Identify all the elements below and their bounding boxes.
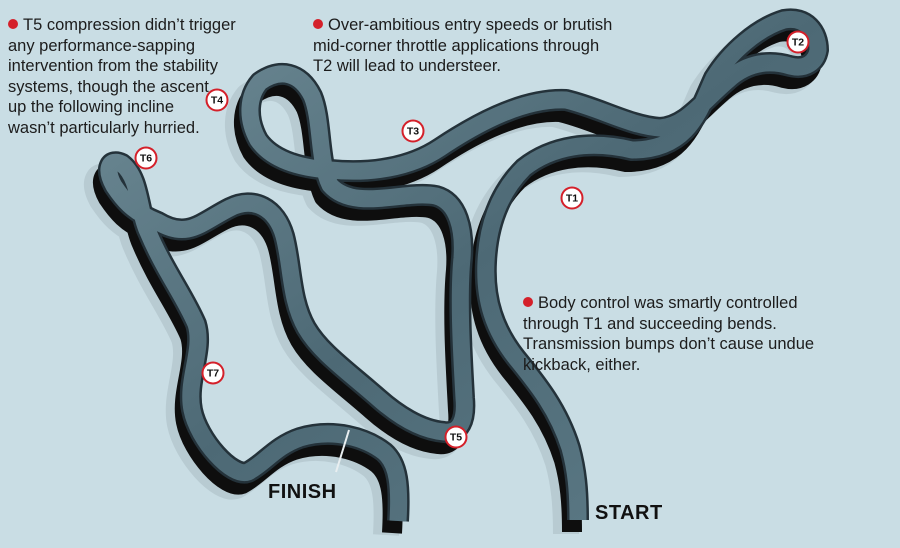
finish-label: FINISH <box>268 481 337 503</box>
turn-marker-t4: T4 <box>205 88 229 112</box>
turn-marker-t2: T2 <box>786 30 810 54</box>
turn-marker-t6: T6 <box>134 146 158 170</box>
note-t1-line-2: through T1 and succeeding bends. <box>523 314 777 333</box>
note-t5-line-2: any performance-sapping <box>8 36 196 55</box>
turn-marker-t5: T5 <box>444 425 468 449</box>
note-t5-line-1: T5 compression didn’t trigger <box>23 16 236 34</box>
bullet-dot <box>523 297 533 307</box>
note-t1-line-3: Transmission bumps don’t cause undue <box>523 335 815 353</box>
bullet-dot <box>313 19 323 29</box>
note-t5-line-3: intervention from the stability <box>8 57 219 75</box>
bullet-dot <box>8 19 18 29</box>
note-t2-line-2: mid-corner throttle applications through <box>313 36 600 55</box>
turn-marker-t1: T1 <box>560 186 584 210</box>
note-t5-line-6: wasn’t particularly hurried. <box>8 118 200 137</box>
note-t5-line-5: up the following incline <box>8 98 175 116</box>
note-t1-line-4: kickback, either. <box>523 355 641 374</box>
note-t5: T5 compression didn’t trigger any perfor… <box>8 15 236 138</box>
note-t2-line-1: Over-ambitious entry speeds or brutish <box>328 16 613 34</box>
note-t1-line-1: Body control was smartly controlled <box>538 294 798 312</box>
turn-marker-t7: T7 <box>201 361 225 385</box>
track-surface <box>100 10 827 522</box>
note-t2-line-3: T2 will lead to understeer. <box>313 57 502 75</box>
note-t5-line-4: systems, though the ascent <box>8 77 209 96</box>
note-t2: Over-ambitious entry speeds or brutish m… <box>313 15 612 77</box>
turn-marker-t3: T3 <box>401 119 425 143</box>
note-t1: Body control was smartly controlled thro… <box>523 293 814 375</box>
finish-line <box>335 429 350 473</box>
start-label: START <box>595 502 663 524</box>
